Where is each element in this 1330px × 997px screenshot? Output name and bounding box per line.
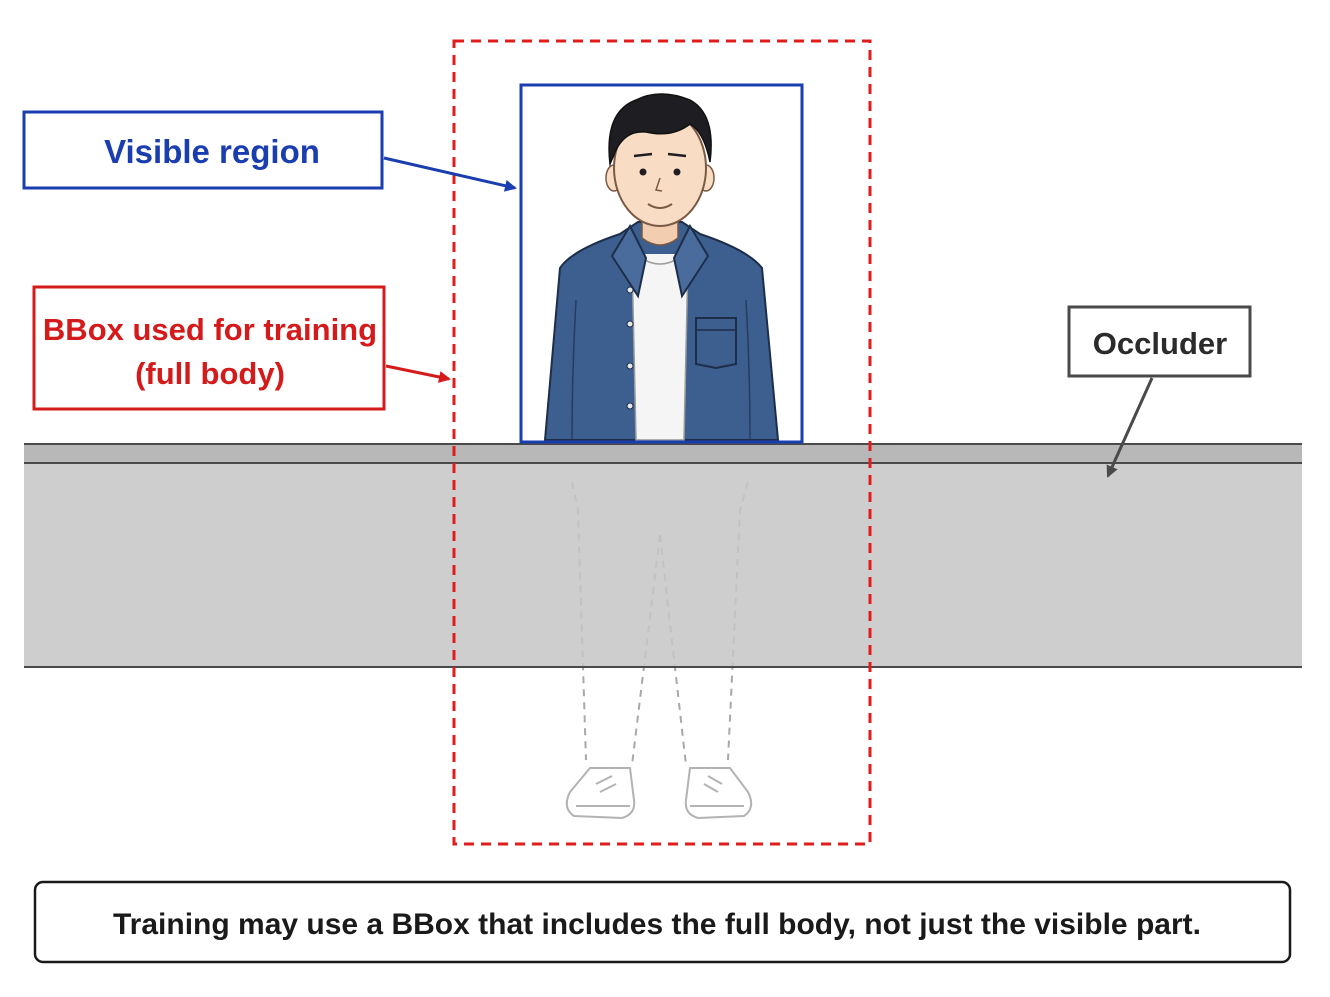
visible-region-arrow [383,156,517,192]
visible-region-label: Visible region [22,110,384,190]
full-body-bbox [452,39,872,846]
person-figure-icon [543,93,780,441]
visible-region-box [519,83,804,444]
occluder-slab [24,443,1302,668]
bbox-training-label-line1: BBox used for training [43,312,377,347]
bbox-training-label: BBox used for training (full body) [32,285,386,411]
visible-region-label-text: Visible region [104,133,320,170]
bbox-training-label-line2: (full body) [135,356,285,391]
occluder-label: Occluder [1067,305,1252,378]
occluder-arrow [1106,377,1154,478]
caption-text: Training may use a BBox that includes th… [113,908,1201,941]
caption-box: Training may use a BBox that includes th… [33,880,1292,964]
occluder-label-text: Occluder [1093,326,1227,361]
bbox-training-arrow [385,364,451,383]
sneakers-icon [565,767,753,820]
